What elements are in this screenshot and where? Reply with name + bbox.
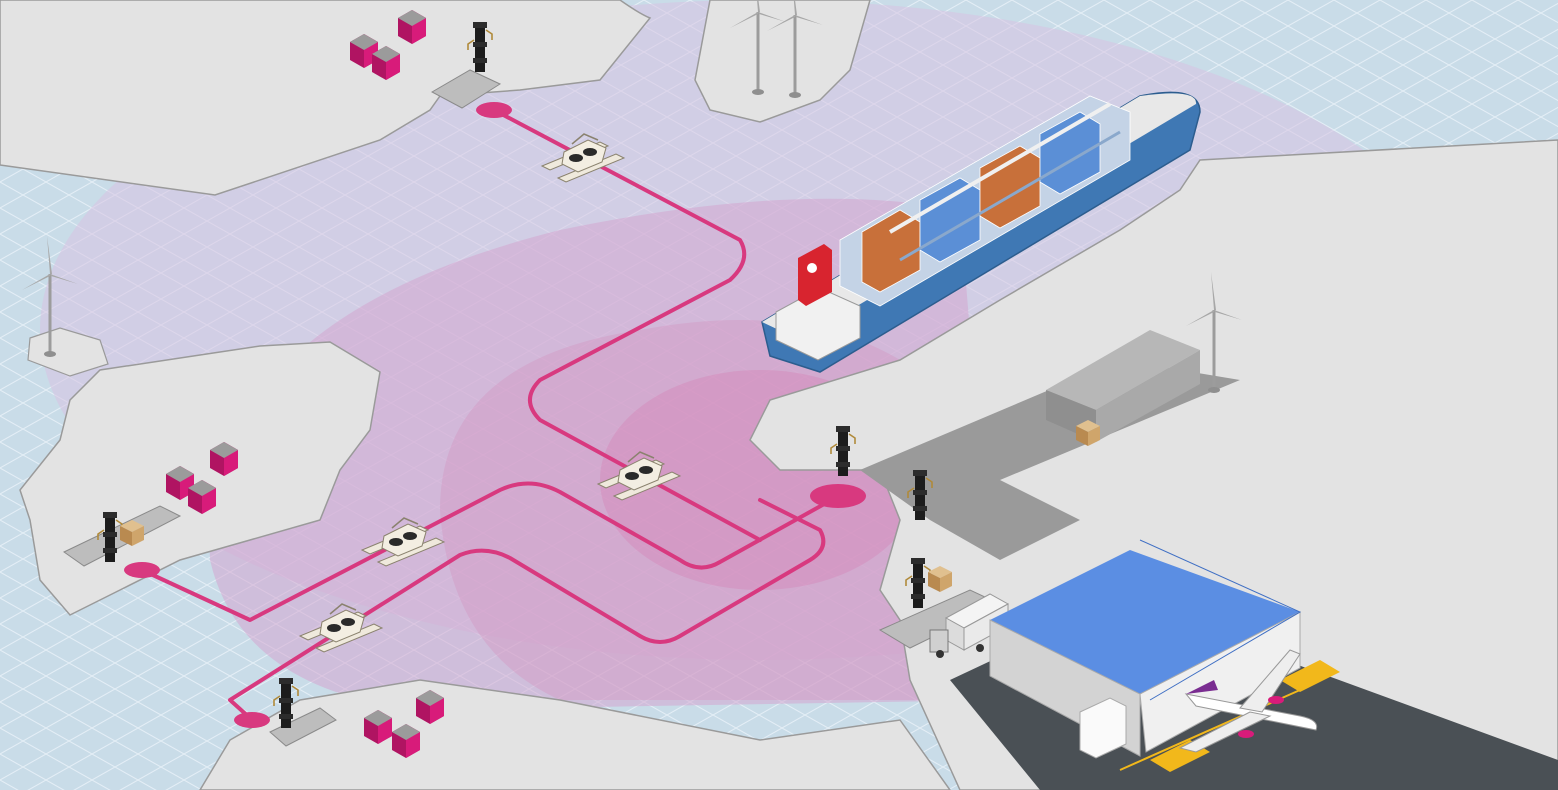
hangar-icon (989, 539, 1302, 759)
route-west (140, 481, 837, 622)
island-north (0, 0, 652, 196)
truck-icon (929, 593, 1010, 658)
apron-line (1119, 689, 1301, 771)
landing-pad-south (234, 712, 270, 728)
landing-hub-port (810, 484, 866, 508)
landing-pad-west (124, 562, 160, 578)
apron-marking-2 (1280, 660, 1340, 692)
dock-north (430, 69, 502, 109)
dock-south (269, 707, 337, 747)
landing-pad-north (476, 102, 512, 118)
route-south (228, 498, 826, 720)
airplane-icon (1178, 649, 1318, 753)
route-north (492, 108, 762, 542)
turbine-platform-west (27, 327, 109, 377)
container-ship-icon (761, 91, 1201, 373)
islet-turbines (694, 0, 871, 123)
drone-routes (140, 108, 837, 720)
